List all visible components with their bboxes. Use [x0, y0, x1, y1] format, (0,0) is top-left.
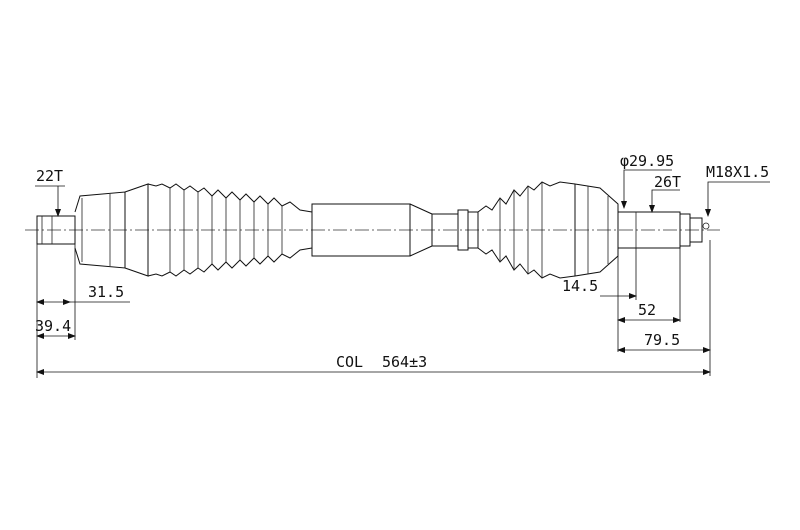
left-cv-housing — [74, 183, 149, 277]
label-79-5: 79.5 — [644, 331, 680, 349]
right-boot — [477, 181, 576, 279]
label-52: 52 — [638, 301, 656, 319]
label-22t: 22T — [36, 167, 63, 185]
label-26t: 26T — [654, 173, 681, 191]
label-thread: M18X1.5 — [706, 163, 769, 181]
label-diameter: φ29.95 — [620, 152, 674, 170]
leader-26t — [649, 189, 680, 213]
central-shaft — [311, 203, 479, 257]
label-14-5: 14.5 — [562, 277, 598, 295]
leader-thread — [705, 181, 770, 217]
label-31-5: 31.5 — [88, 283, 124, 301]
left-boot — [147, 183, 313, 277]
label-39-4: 39.4 — [35, 317, 71, 335]
leader-diameter — [621, 169, 672, 209]
label-overall-length: 564±3 — [382, 353, 427, 371]
label-col: COL — [336, 353, 363, 371]
